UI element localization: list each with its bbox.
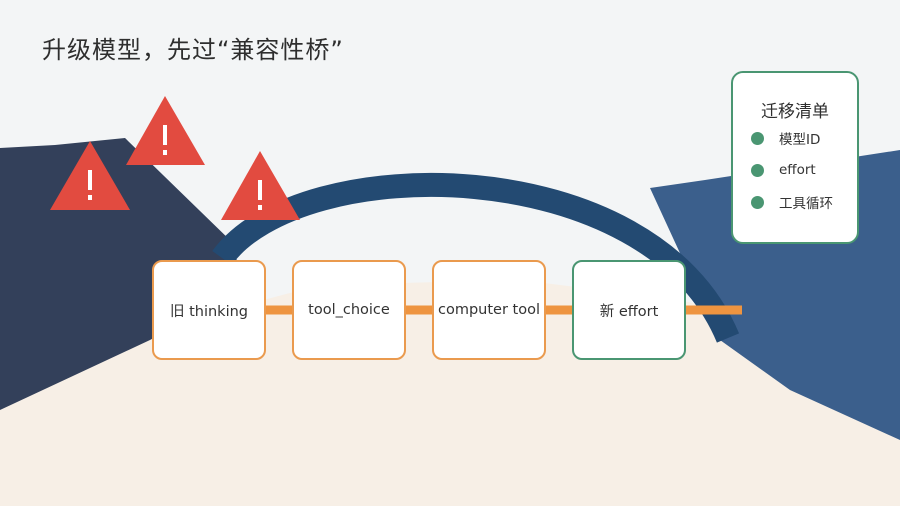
bullet-dot-icon [751,195,764,209]
checklist-item: 模型ID [751,129,821,148]
warning-triangle-icon [126,96,205,165]
checklist-item: 工具循环 [751,193,833,212]
checklist-item-label: effort [779,162,816,178]
slide-title: 升级模型，先过“兼容性桥” [42,36,344,64]
warning-triangle-icon [50,141,130,210]
migration-checklist: 迁移清单 模型ID effort 工具循环 [731,71,859,244]
step-box-old-thinking: 旧 thinking [152,260,266,360]
checklist-item-label: 工具循环 [779,196,833,212]
step-label: tool_choice [308,302,390,318]
step-box-new-effort: 新 effort [572,260,686,360]
step-box-tool-choice: tool_choice [292,260,406,360]
warning-triangle-icon [221,151,300,220]
bullet-dot-icon [751,163,764,177]
step-label: 旧 thinking [169,303,249,320]
checklist-title: 迁移清单 [761,102,829,122]
checklist-item-label: 模型ID [779,132,821,148]
step-label: 新 effort [599,303,659,320]
checklist-item: effort [751,161,816,179]
step-label: computer tool [438,302,540,318]
step-box-computer-tool: computer tool [432,260,546,360]
bullet-dot-icon [751,131,764,145]
